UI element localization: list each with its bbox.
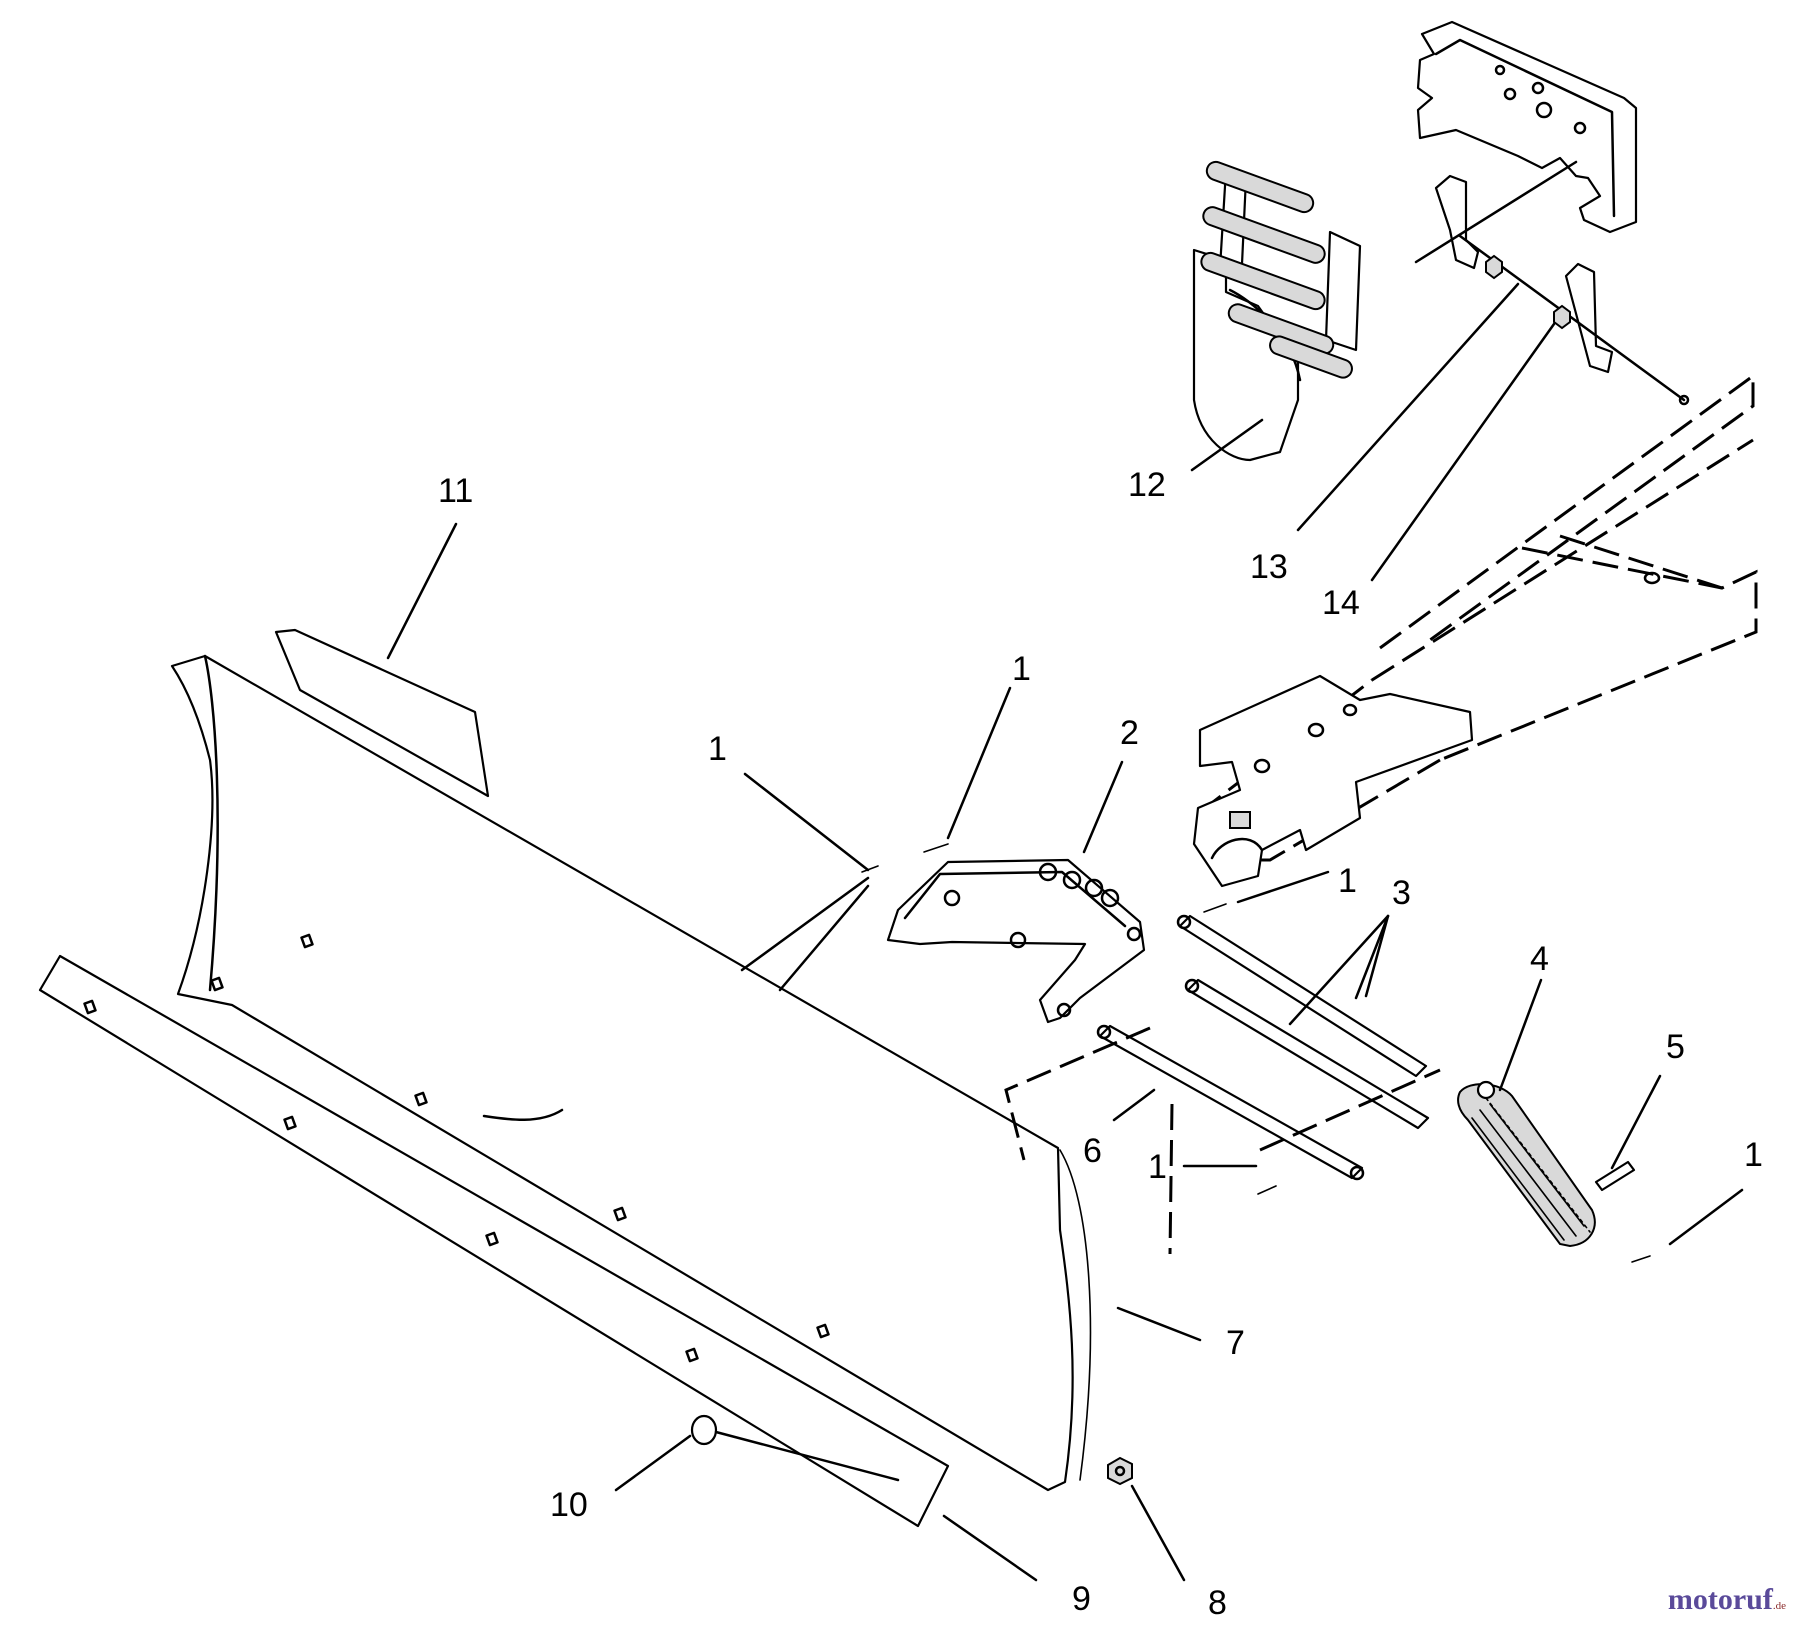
pivot-bracket: [886, 858, 1146, 1024]
brand-name: motoruf: [1667, 1583, 1773, 1616]
wear-bar: [38, 954, 950, 1528]
hitch-coupler: [1192, 160, 1362, 462]
decal: [274, 628, 490, 798]
callout-1: 1: [1338, 862, 1357, 900]
callout-1: 1: [1012, 650, 1031, 688]
callout-5: 5: [1666, 1028, 1685, 1066]
callout-11: 11: [438, 472, 473, 510]
hairpin-clips: [861, 843, 1651, 1263]
callout-9: 9: [1072, 1580, 1091, 1618]
callout-1: 1: [1148, 1148, 1167, 1186]
carriage-bolt: [690, 1414, 900, 1482]
callout-3: 3: [1392, 874, 1411, 912]
callout-4: 4: [1530, 940, 1549, 978]
callout-1: 1: [1744, 1136, 1763, 1174]
cotter-pin-5: [1594, 1160, 1636, 1192]
callout-10: 10: [550, 1486, 588, 1524]
leader-lines: [386, 160, 1744, 1582]
pivot-pin-upper: [1176, 914, 1428, 1078]
pivot-pin-lower: [1184, 978, 1430, 1130]
plow-blade: [170, 654, 1092, 1492]
brand-watermark: motoruf.de: [1668, 1583, 1786, 1617]
callout-12: 12: [1128, 466, 1166, 504]
callout-1: 1: [708, 730, 727, 768]
callout-6: 6: [1083, 1132, 1102, 1170]
nut: [1107, 1456, 1133, 1486]
return-spring: [1457, 1080, 1596, 1248]
callout-2: 2: [1120, 714, 1139, 752]
brand-suffix: .de: [1772, 1600, 1786, 1612]
callout-8: 8: [1208, 1584, 1227, 1622]
callout-7: 7: [1226, 1324, 1245, 1362]
push-frame: [1004, 373, 1758, 1255]
latch-assembly: [1434, 174, 1690, 406]
hitch-pegs: [1200, 160, 1353, 379]
callout-13: 13: [1250, 548, 1288, 586]
callouts: 1 1 1 1 1 2 3 4 5 6 7 8 9 10 11 12 13 14: [438, 466, 1763, 1622]
pin-6: [1096, 1024, 1365, 1181]
callout-14: 14: [1322, 584, 1360, 622]
